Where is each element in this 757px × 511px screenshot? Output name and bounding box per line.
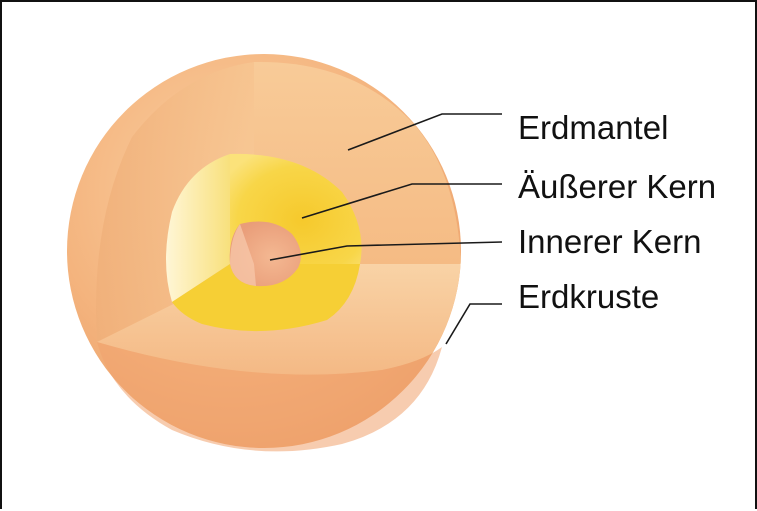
label-crust: Erdkruste [518,280,659,313]
crust-leader-line [446,304,502,344]
label-mantle: Erdmantel [518,111,668,144]
label-outer-core: Äußerer Kern [518,170,716,203]
label-inner-core: Innerer Kern [518,225,701,258]
